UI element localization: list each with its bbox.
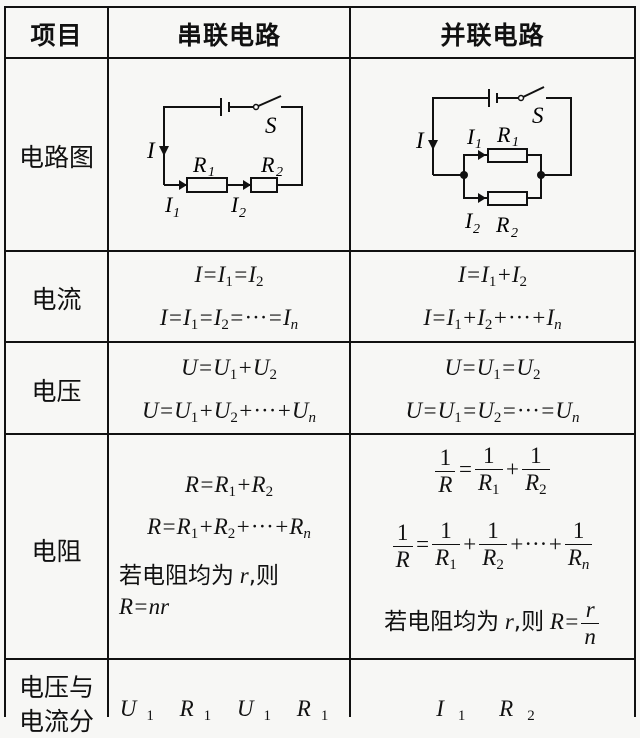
series-resistance-eq-n: R=R1+R2+···+Rn [147, 514, 311, 542]
svg-text:2: 2 [276, 165, 283, 180]
svg-text:1: 1 [512, 135, 519, 150]
parallel-voltage-eq-1: U=U1=U2 [444, 355, 541, 383]
svg-text:2: 2 [473, 222, 480, 237]
row-label-ratio-line1: 电压与 [18, 673, 94, 702]
parallel-ratio-eq: I1 R2 [436, 696, 549, 724]
svg-text:R: R [495, 212, 510, 237]
svg-text:2: 2 [511, 226, 518, 241]
svg-text:I: I [464, 208, 474, 233]
svg-text:R: R [496, 122, 511, 147]
row-label-resistance: 电阻 [31, 537, 82, 566]
svg-text:S: S [532, 103, 544, 128]
series-resistance-note: 若电阻均为 r,则 [119, 563, 280, 589]
svg-text:I: I [230, 192, 240, 217]
series-resistance-equal: R=nr [119, 594, 170, 619]
parallel-voltage-eq-n: U=U1=U2=···=Un [405, 398, 580, 426]
series-current-eq-n: I=I1=I2=···=In [159, 305, 299, 333]
row-label-current: 电流 [31, 285, 82, 314]
svg-text:I: I [415, 128, 425, 153]
svg-text:I: I [466, 124, 476, 149]
row-label-ratio-line2: 电流分 [18, 707, 94, 736]
series-current-label: I [146, 138, 156, 163]
parallel-current-eq-n: I=I1+I2+···+In [423, 305, 562, 333]
svg-text:R: R [260, 152, 275, 177]
svg-text:1: 1 [173, 206, 180, 221]
row-label-voltage: 电压 [31, 377, 82, 406]
series-ratio-eq: U1 R1 U1 R1 [119, 696, 339, 724]
svg-text:1: 1 [475, 137, 482, 152]
parallel-current-eq-1: I=I1+I2 [457, 262, 528, 290]
series-voltage-eq-n: U=U1+U2+···+Un [141, 398, 317, 426]
series-voltage-eq-1: U=U1+U2 [181, 355, 277, 383]
header-item: 项目 [30, 21, 83, 50]
series-current-eq-1: I=I1=I2 [194, 262, 264, 290]
header-series-circuit: 串联电路 [176, 21, 281, 50]
svg-text:I: I [164, 192, 174, 217]
series-resistance-eq-1: R=R1+R2 [184, 472, 274, 500]
switch-label: S [265, 113, 277, 138]
svg-text:R: R [192, 152, 207, 177]
svg-text:2: 2 [239, 206, 246, 221]
header-parallel-circuit: 并联电路 [440, 21, 545, 50]
row-label-diagram: 电路图 [18, 143, 94, 172]
svg-text:1: 1 [208, 165, 215, 180]
